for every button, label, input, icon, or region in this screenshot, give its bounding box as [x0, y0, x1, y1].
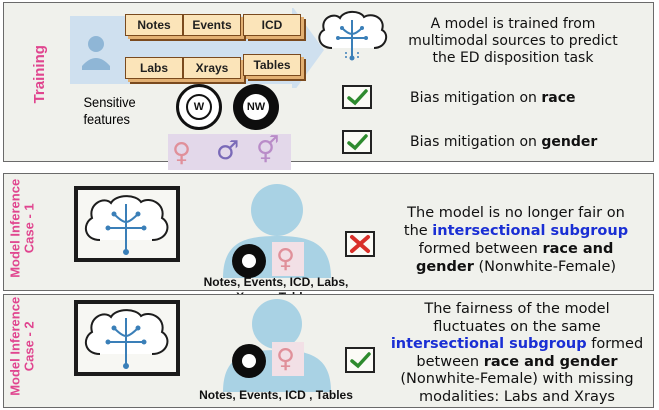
- transgender-symbol: ⚥: [256, 136, 280, 166]
- sensitive-features-label: Sensitive features: [83, 94, 136, 127]
- nonwhite-race-symbol: [232, 244, 266, 278]
- source-card-xrays: Xrays: [183, 57, 241, 79]
- training-label: Training: [30, 45, 48, 104]
- case2-description: The fairness of the model fluctuates on …: [390, 301, 644, 405]
- brain-model-icon: [84, 309, 169, 369]
- check-icon: [350, 352, 371, 369]
- source-card-icd: ICD: [243, 14, 301, 36]
- case1-model-frame: [74, 186, 180, 262]
- white-race-inner: W: [186, 94, 212, 120]
- female-symbol: ♀: [276, 344, 296, 374]
- female-symbol: ♀: [276, 244, 296, 274]
- case2-label: Model Inference Case - 2: [7, 296, 37, 396]
- female-symbol: ♀: [172, 138, 192, 168]
- training-description: A model is trained from multimodal sourc…: [408, 16, 618, 66]
- source-card-labs: Labs: [125, 57, 183, 79]
- cross-icon: [350, 235, 370, 253]
- source-card-events: Events: [183, 14, 241, 36]
- brain-model-icon: [318, 10, 388, 61]
- case1-status-box: [345, 231, 375, 257]
- source-card-notes: Notes: [125, 14, 183, 36]
- case1-label: Model Inference Case - 1: [7, 178, 37, 278]
- gender-check-box: [342, 130, 372, 154]
- check-icon: [347, 89, 368, 106]
- white-race-symbol: W: [176, 84, 222, 130]
- bias-race-text: Bias mitigation on race: [410, 90, 576, 106]
- case2-modalities: Notes, Events, ICD , Tables: [199, 388, 353, 402]
- gender-symbols-box: [168, 134, 291, 170]
- bias-gender-text: Bias mitigation on gender: [410, 134, 598, 150]
- race-check-box: [342, 85, 372, 109]
- nonwhite-race-symbol: NW: [233, 84, 279, 130]
- brain-model-icon: [84, 195, 169, 255]
- female-symbol-box: [272, 242, 304, 276]
- male-symbol: ♂: [216, 136, 240, 166]
- nonwhite-race-inner: NW: [243, 94, 269, 120]
- nonwhite-race-symbol: [232, 344, 266, 378]
- source-card-tables: Tables: [243, 54, 301, 76]
- female-symbol-box: [272, 342, 304, 376]
- case2-status-box: [345, 347, 375, 373]
- case2-model-frame: [74, 300, 180, 376]
- check-icon: [347, 134, 368, 151]
- case1-description: The model is no longer fair on the inter…: [403, 205, 629, 275]
